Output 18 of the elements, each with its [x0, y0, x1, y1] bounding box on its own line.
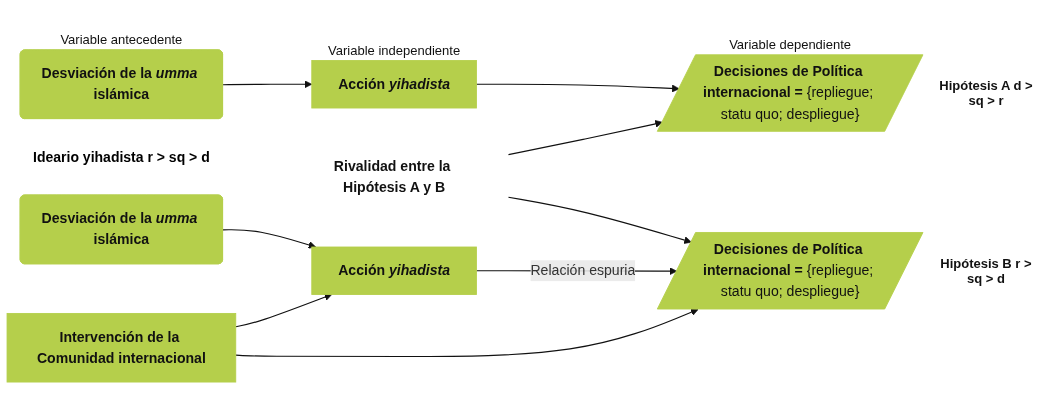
arrow	[507, 120, 663, 156]
hypothesis-note: Ideario yihadista r > sq > d	[32, 148, 211, 165]
node-box: Acción yihadista	[311, 246, 477, 295]
arrow	[475, 83, 680, 93]
arrow	[222, 229, 317, 249]
arrow	[235, 308, 699, 358]
edge-label: Relación espuria	[530, 262, 636, 278]
hypothesis-label: Hipótesis A d > sq > r	[938, 78, 1034, 109]
variable-caption: Variable dependiente	[729, 36, 852, 52]
arrow	[235, 293, 333, 328]
variable-caption: Variable antecedente	[60, 31, 183, 47]
arrow	[222, 80, 313, 89]
node-box: Acción yihadista	[311, 60, 477, 109]
hypothesis-label: Hipótesis B r > sq > d	[939, 255, 1033, 286]
node-text: Rivalidad entre la Hipótesis A y B	[333, 159, 451, 196]
arrow	[507, 196, 692, 244]
node-box: Intervención de la Comunidad internacional	[6, 313, 237, 383]
variable-caption: Variable independiente	[328, 42, 461, 58]
